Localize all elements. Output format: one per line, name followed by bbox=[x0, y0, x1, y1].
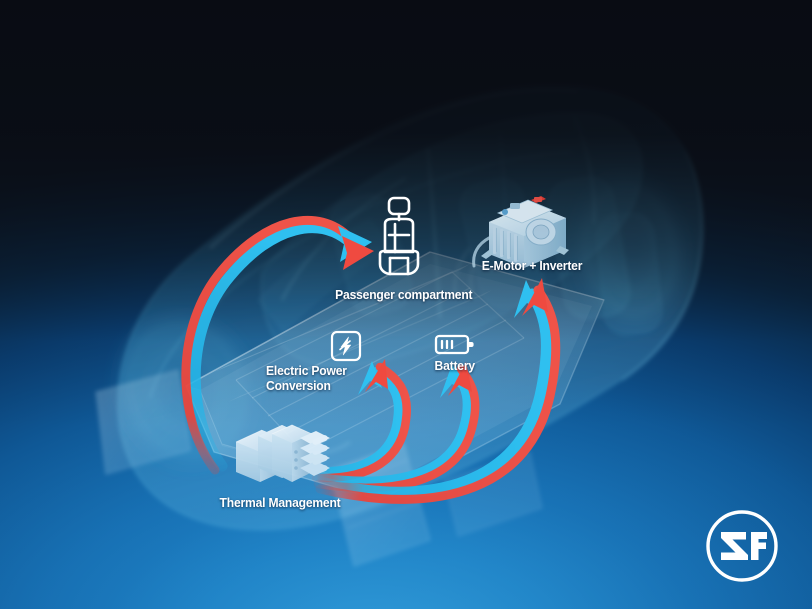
flow-arrow-to-electric-power-conversion bbox=[311, 359, 412, 483]
zf-circle-logo bbox=[704, 508, 780, 584]
label-thermal-management: Thermal Management bbox=[219, 495, 341, 510]
battery-icon bbox=[434, 331, 476, 362]
car-seat-icon bbox=[368, 196, 430, 287]
label-e-motor-inverter: E-Motor + Inverter bbox=[481, 258, 583, 273]
flow-arrow-to-e-motor-inverter bbox=[314, 278, 561, 504]
flow-arrow-to-passenger-compartment bbox=[181, 215, 374, 475]
lightning-bolt-icon bbox=[330, 330, 362, 367]
label-battery: Battery bbox=[434, 358, 476, 373]
label-passenger-compartment: Passenger compartment bbox=[335, 287, 473, 302]
label-electric-power-conversion: Electric Power Conversion bbox=[266, 363, 347, 393]
